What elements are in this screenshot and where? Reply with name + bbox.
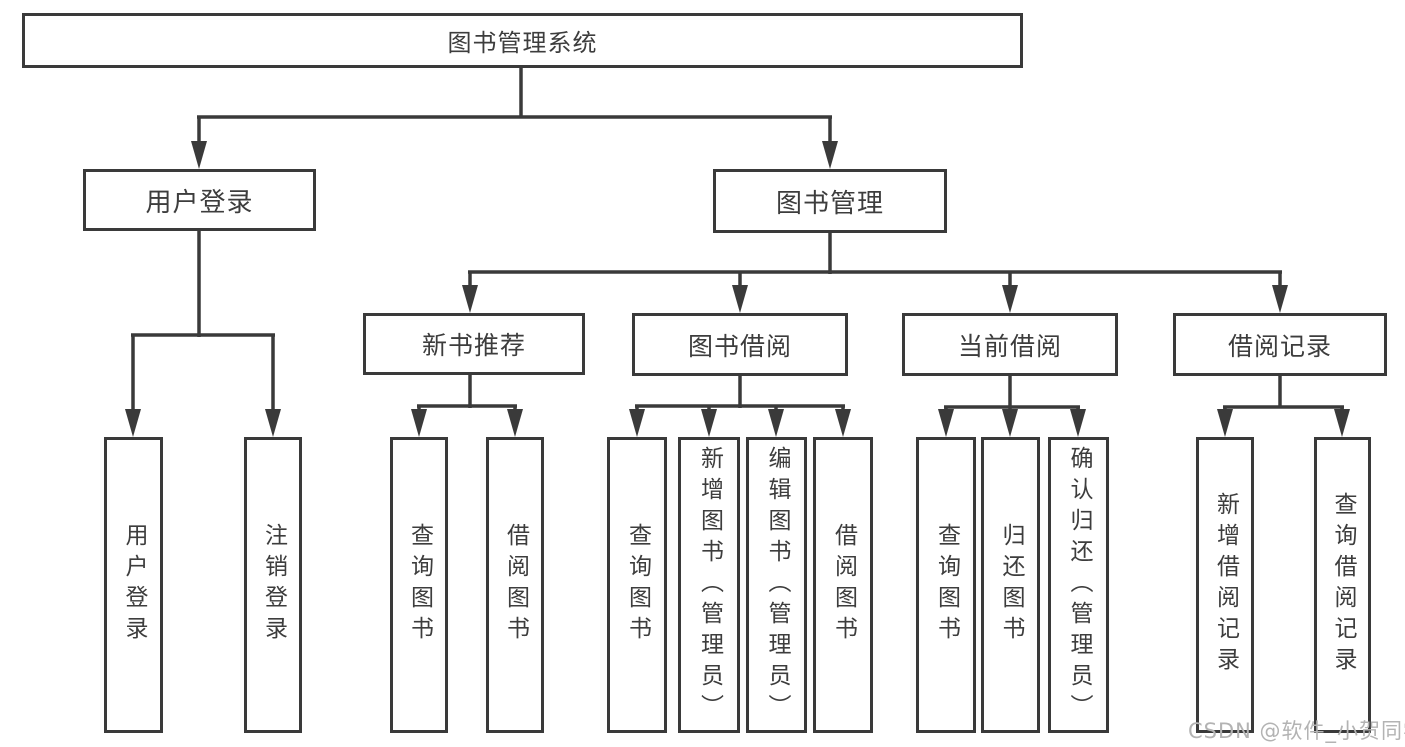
arrowhead-down-icon: [701, 409, 717, 437]
leaf-label: 查询借阅记录: [1330, 492, 1356, 678]
arrowhead-down-icon: [822, 141, 838, 169]
arrowhead-down-icon: [1070, 409, 1086, 437]
arrowhead-down-icon: [411, 409, 427, 437]
leaf-query-books-recommend: 查询图书: [390, 437, 448, 733]
leaf-return-books: 归还图书: [981, 437, 1040, 733]
node-borrowing-records: 借阅记录: [1173, 313, 1387, 376]
leaf-edit-books-admin: 编辑图书（管理员）: [746, 437, 807, 733]
leaf-label: 新增图书（管理员）: [696, 445, 723, 725]
leaf-user-login: 用户登录: [104, 437, 163, 733]
leaf-borrow-books-recommend: 借阅图书: [486, 437, 544, 733]
arrowhead-down-icon: [1272, 285, 1288, 313]
leaf-label: 借阅图书: [502, 523, 529, 647]
node-book-management: 图书管理: [713, 169, 947, 233]
leaf-label: 确认归还（管理员）: [1066, 445, 1092, 725]
leaf-label: 查询图书: [933, 523, 960, 647]
arrowhead-down-icon: [507, 409, 523, 437]
leaf-query-borrow-record: 查询借阅记录: [1314, 437, 1371, 733]
node-label: 用户登录: [145, 187, 254, 218]
node-label: 新书推荐: [421, 331, 526, 360]
arrowhead-down-icon: [732, 285, 748, 313]
arrowhead-down-icon: [1334, 409, 1350, 437]
leaf-label: 新增借阅记录: [1212, 492, 1239, 678]
node-user-login: 用户登录: [83, 169, 316, 231]
arrowhead-down-icon: [125, 409, 141, 437]
arrowhead-down-icon: [462, 285, 478, 313]
leaf-label: 查询图书: [406, 523, 433, 647]
arrowhead-down-icon: [835, 409, 851, 437]
leaf-add-borrow-record: 新增借阅记录: [1196, 437, 1254, 733]
node-current-borrowing: 当前借阅: [902, 313, 1118, 376]
leaf-label: 注销登录: [260, 523, 287, 647]
leaf-add-books-admin: 新增图书（管理员）: [678, 437, 740, 733]
node-label: 图书管理: [775, 188, 884, 219]
leaf-label: 归还图书: [998, 523, 1024, 647]
arrowhead-down-icon: [1217, 409, 1233, 437]
leaf-label: 借阅图书: [830, 523, 857, 647]
arrowhead-down-icon: [629, 409, 645, 437]
csdn-watermark: CSDN @软件_小贺同学: [1188, 719, 1405, 743]
node-label: 当前借阅: [957, 331, 1062, 361]
node-library-management-system: 图书管理系统: [22, 13, 1023, 68]
leaf-query-books-borrowing: 查询图书: [607, 437, 667, 733]
arrowhead-down-icon: [1002, 285, 1018, 313]
arrowhead-down-icon: [768, 409, 784, 437]
arrowhead-down-icon: [265, 409, 281, 437]
leaf-label: 用户登录: [121, 523, 147, 647]
arrowhead-down-icon: [938, 409, 954, 437]
arrowhead-down-icon: [1002, 409, 1018, 437]
node-label: 图书管理系统: [447, 29, 598, 57]
leaf-label: 查询图书: [624, 523, 651, 647]
node-label: 借阅记录: [1227, 331, 1332, 361]
arrowhead-down-icon: [191, 141, 207, 169]
leaf-confirm-return-admin: 确认归还（管理员）: [1048, 437, 1109, 733]
leaf-label: 编辑图书（管理员）: [764, 445, 790, 725]
node-label: 图书借阅: [687, 331, 792, 361]
leaf-borrow-books-borrowing: 借阅图书: [813, 437, 873, 733]
node-book-borrowing: 图书借阅: [632, 313, 848, 376]
node-new-book-recommendation: 新书推荐: [363, 313, 585, 375]
leaf-query-books-current: 查询图书: [916, 437, 976, 733]
leaf-logout: 注销登录: [244, 437, 302, 733]
